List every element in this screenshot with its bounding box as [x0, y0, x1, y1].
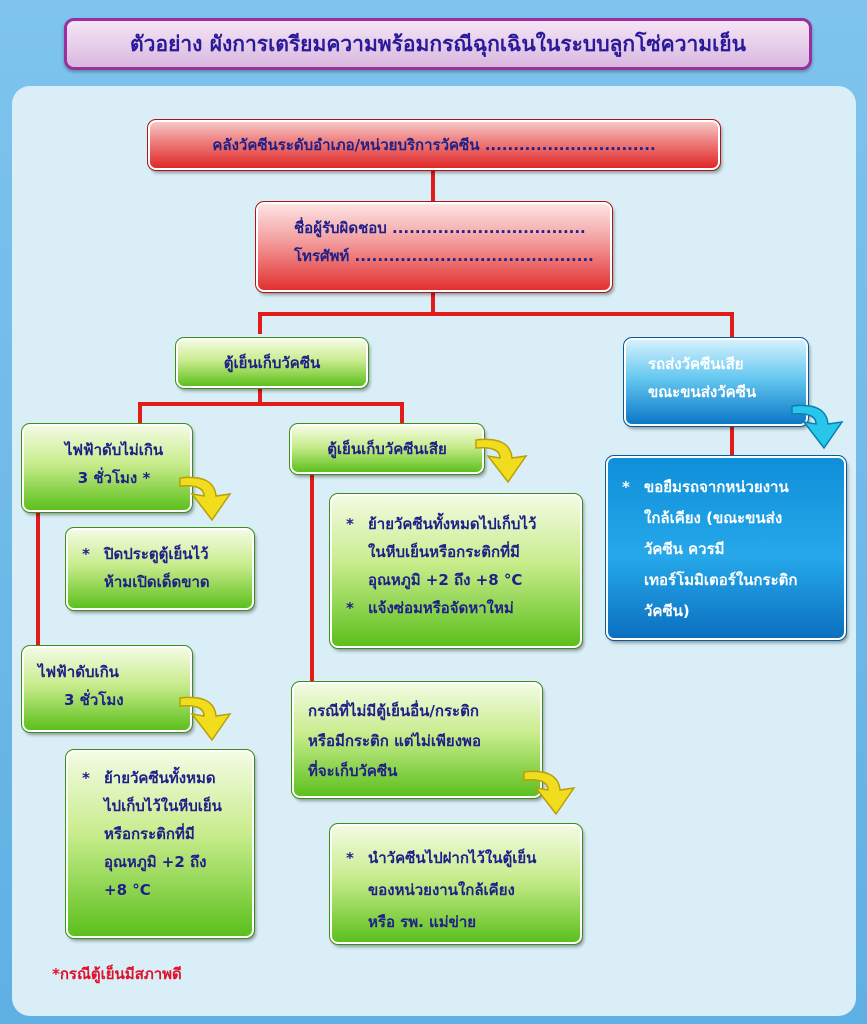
power-outage-short-line2: 3 ชั่วโมง * — [77, 469, 151, 487]
vehicle-action-line2: ใกล้เคียง (ขณะขนส่ง — [644, 509, 783, 527]
power-outage-short-action-line2: ห้ามเปิดเด็ดขาด — [104, 573, 210, 591]
power-outage-long-action-line5: +8 °C — [104, 881, 151, 899]
broken-fridge-box: ตู้เย็นเก็บวัคซีนเสีย — [289, 423, 485, 475]
power-outage-long-box: ไฟฟ้าดับเกิน 3 ชั่วโมง — [21, 645, 193, 733]
power-outage-long-line2: 3 ชั่วโมง — [64, 691, 124, 709]
bullet-star: * — [82, 545, 90, 563]
bullet-star: * — [346, 515, 354, 533]
broken-fridge-label: ตู้เย็นเก็บวัคซีนเสีย — [327, 440, 447, 458]
power-outage-short-action-line1: ปิดประตูตู้เย็นไว้ — [104, 545, 209, 563]
broken-fridge-action1-line1: ย้ายวัคซีนทั้งหมดไปเก็บไว้ — [368, 515, 537, 533]
power-outage-long-line1: ไฟฟ้าดับเกิน — [38, 663, 119, 681]
title-banner: ตัวอย่าง ผังการเตรียมความพร้อมกรณีฉุกเฉิ… — [64, 18, 812, 70]
curved-arrow-icon — [523, 770, 576, 816]
responsible-person-box: ชื่อผู้รับผิดชอบ .......................… — [255, 201, 613, 293]
footnote: *กรณีตู้เย็นมีสภาพดี — [52, 965, 182, 983]
power-outage-long-action-line4: อุณหภูมิ +2 ถึง — [104, 853, 207, 871]
power-outage-long-action-line2: ไปเก็บไว้ในหีบเย็น — [104, 797, 222, 815]
curved-arrow-icon — [179, 696, 232, 742]
no-other-fridge-action-line3: หรือ รพ. แม่ข่าย — [368, 913, 477, 931]
vehicle-action-line4: เทอร์โมมิเตอร์ในกระติก — [644, 571, 798, 589]
broken-fridge-action1-line2: ในหีบเย็นหรือกระติกที่มี — [368, 543, 520, 561]
vehicle-action-line5: วัคซีน) — [644, 602, 690, 620]
power-outage-short-line1: ไฟฟ้าดับไม่เกิน — [64, 441, 164, 459]
no-other-fridge-action-line1: นำวัคซีนไปฝากไว้ในตู้เย็น — [368, 849, 537, 867]
vehicle-breakdown-line2: ขณะขนส่งวัคซีน — [648, 383, 757, 401]
district-vaccine-store-label: คลังวัคซีนระดับอำเภอ/หน่วยบริการวัคซีน .… — [212, 136, 656, 154]
no-other-fridge-action-box: * นำวัคซีนไปฝากไว้ในตู้เย็น ของหน่วยงานใ… — [329, 823, 583, 945]
broken-fridge-action1-line3: อุณหภูมิ +2 ถึง +8 °C — [368, 571, 523, 589]
bullet-star: * — [346, 599, 354, 617]
responsible-name-line: ชื่อผู้รับผิดชอบ .......................… — [294, 219, 586, 237]
vehicle-breakdown-action-box: * ขอยืมรถจากหน่วยงาน ใกล้เคียง (ขณะขนส่ง… — [605, 455, 847, 641]
broken-fridge-action-box: * ย้ายวัคซีนทั้งหมดไปเก็บไว้ ในหีบเย็นหร… — [329, 493, 583, 649]
no-other-fridge-line2: หรือมีกระติก แต่ไม่เพียงพอ — [308, 732, 481, 750]
power-outage-short-box: ไฟฟ้าดับไม่เกิน 3 ชั่วโมง * — [21, 423, 193, 513]
power-outage-long-action-line1: ย้ายวัคซีนทั้งหมด — [104, 769, 216, 787]
power-outage-long-action-line3: หรือกระติกที่มี — [104, 825, 195, 843]
vehicle-breakdown-box: รถส่งวัคซีนเสีย ขณะขนส่งวัคซีน — [623, 337, 809, 427]
vaccine-fridge-label: ตู้เย็นเก็บวัคซีน — [223, 354, 321, 372]
vaccine-fridge-box: ตู้เย็นเก็บวัคซีน — [175, 337, 369, 389]
power-outage-short-action-box: * ปิดประตูตู้เย็นไว้ ห้ามเปิดเด็ดขาด — [65, 527, 255, 611]
no-other-fridge-action-line2: ของหน่วยงานใกล้เคียง — [368, 881, 515, 899]
connector-split-main — [258, 312, 734, 338]
responsible-phone-line: โทรศัพท์ ...............................… — [294, 247, 594, 265]
page-title: ตัวอย่าง ผังการเตรียมความพร้อมกรณีฉุกเฉิ… — [130, 31, 746, 56]
bullet-star: * — [622, 478, 630, 496]
vehicle-action-line3: วัคซีน ควรมี — [644, 540, 725, 558]
bullet-star: * — [82, 769, 90, 787]
curved-arrow-icon — [179, 476, 232, 522]
vehicle-action-line1: ขอยืมรถจากหน่วยงาน — [644, 478, 789, 496]
power-outage-long-action-box: * ย้ายวัคซีนทั้งหมด ไปเก็บไว้ในหีบเย็น ห… — [65, 749, 255, 939]
bullet-star: * — [346, 849, 354, 867]
curved-arrow-icon — [475, 438, 528, 484]
broken-fridge-action2-line1: แจ้งซ่อมหรือจัดหาใหม่ — [368, 599, 514, 617]
vehicle-breakdown-line1: รถส่งวัคซีนเสีย — [648, 355, 744, 373]
curved-arrow-blue-icon — [791, 404, 844, 450]
no-other-fridge-line3: ที่จะเก็บวัคซีน — [308, 762, 398, 780]
district-vaccine-store-box: คลังวัคซีนระดับอำเภอ/หน่วยบริการวัคซีน .… — [147, 119, 721, 171]
no-other-fridge-box: กรณีที่ไม่มีตู้เย็นอื่น/กระติก หรือมีกระ… — [291, 681, 543, 799]
connector-split-fridge — [138, 402, 404, 424]
no-other-fridge-line1: กรณีที่ไม่มีตู้เย็นอื่น/กระติก — [308, 702, 479, 720]
